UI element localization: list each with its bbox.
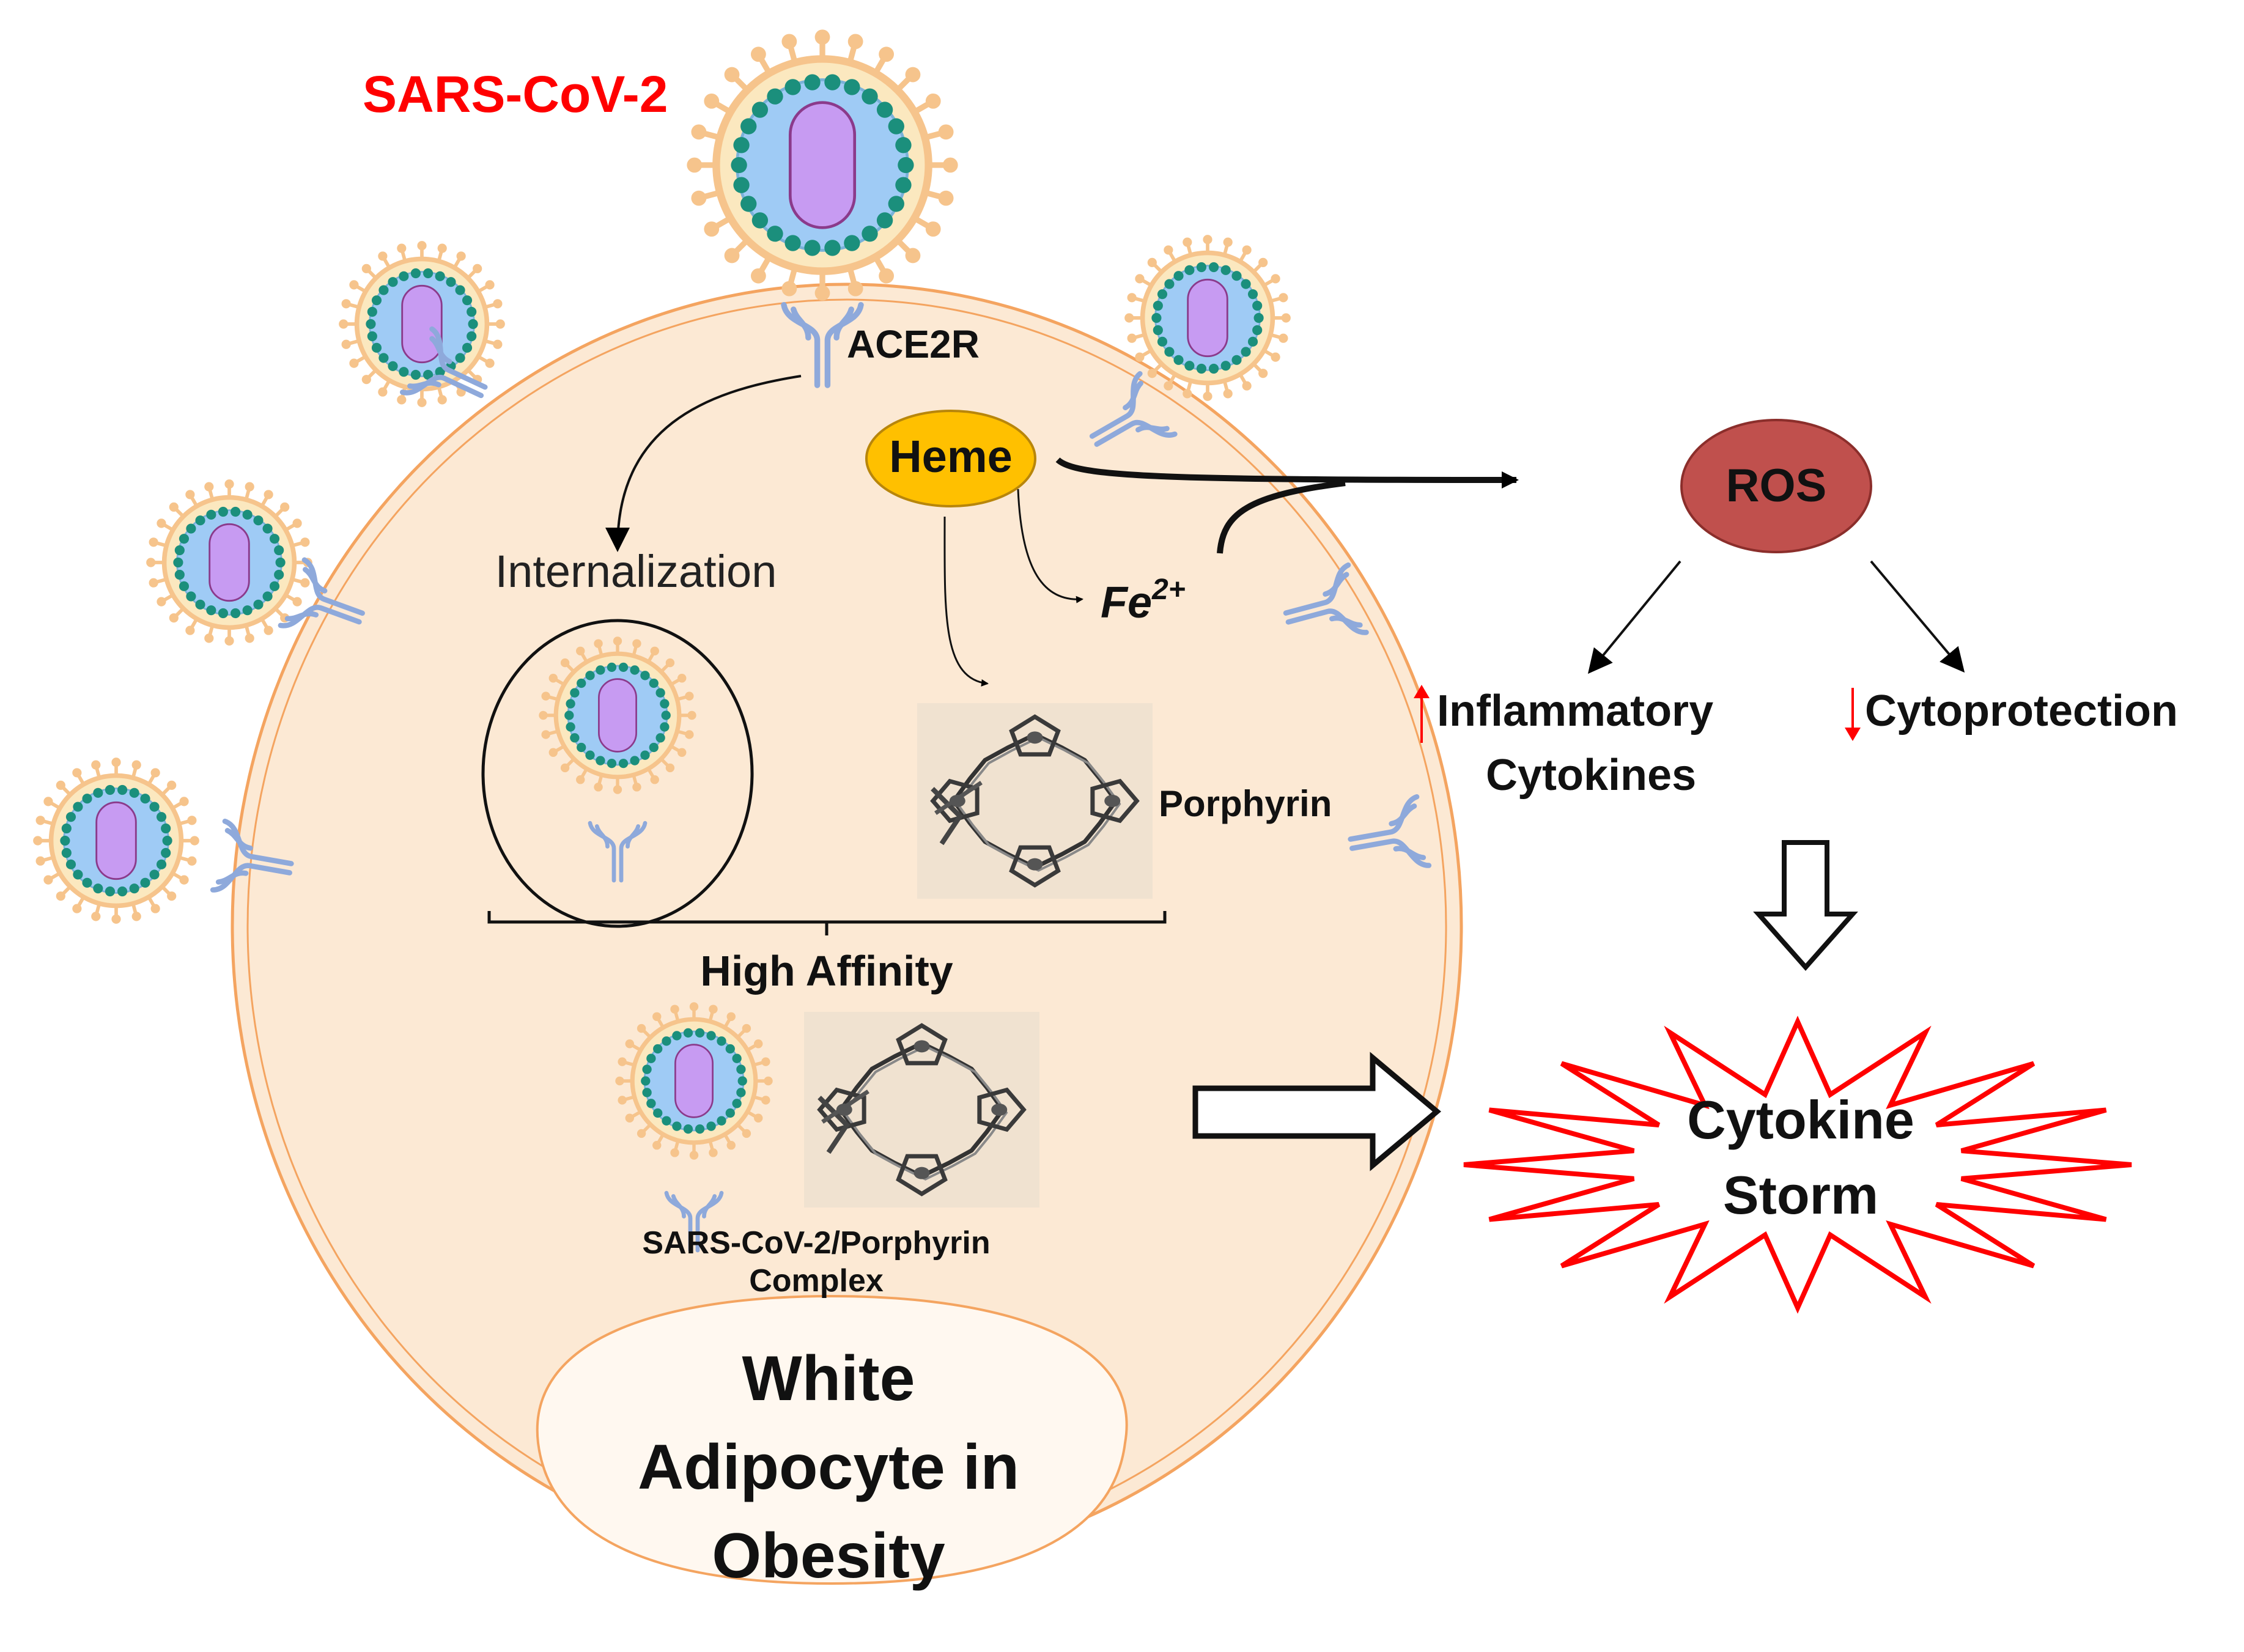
cell-label-line1: White [742, 1343, 915, 1414]
cell-label-line3: Obesity [712, 1521, 945, 1591]
hollow-down-arrow-icon [1753, 840, 1858, 972]
ace2-receptor-main [781, 302, 864, 388]
virus-label: SARS-CoV-2 [363, 65, 668, 123]
virus-group [33, 29, 1291, 1160]
cell-label-line2: Adipocyte in [638, 1432, 1019, 1503]
ace2-receptor-upper-left [400, 326, 488, 399]
porphyrin-group [804, 703, 1153, 1208]
ros-label: ROS [1726, 460, 1827, 512]
ace2-receptor-lower-right [1348, 794, 1432, 868]
virus-complex [615, 1002, 773, 1160]
hollow-right-arrow-icon [1192, 1052, 1442, 1171]
receptor-label: ACE2R [847, 322, 980, 366]
internalization-label: Internalization [495, 546, 777, 597]
ros-node [1680, 419, 1872, 553]
heme-to-iron-arrow [1017, 489, 1083, 603]
virus-mid-left [146, 479, 312, 646]
heme-to-porphyrin-arrow [943, 516, 989, 687]
virus-upper-left [339, 241, 505, 407]
complex-label-line2: Complex [749, 1263, 884, 1299]
heme-label: Heme [889, 431, 1013, 482]
internalization-arrow [605, 375, 802, 552]
storm-label-line1: Cytokine [1687, 1090, 1914, 1150]
cell-nucleus [536, 1294, 1128, 1585]
ros-to-inflammatory-arrow [1587, 560, 1681, 674]
ace2-receptor-complex [664, 1190, 724, 1253]
virus-internalized [539, 636, 696, 794]
ros-to-cytoprotection-arrow [1870, 560, 1965, 673]
porphyrin-structure [917, 703, 1153, 899]
ace2-receptor-right [1283, 562, 1369, 635]
inflammatory-label-line1: Inflammatory [1437, 687, 1713, 736]
decrease-arrow-icon-head [1845, 728, 1861, 741]
ace2-receptor-lower-left [210, 818, 294, 893]
heme-node [865, 410, 1036, 507]
complex-label-line1: SARS-CoV-2/Porphyrin [642, 1225, 990, 1261]
heme-to-ros-arrow [1055, 457, 1519, 489]
virus-main [687, 29, 958, 301]
iron-charge: 2+ [1151, 573, 1186, 606]
iron-label: Fe2+ [1101, 573, 1186, 627]
high-affinity-bracket [487, 911, 1167, 935]
storm-label-line2: Storm [1723, 1165, 1878, 1225]
increase-arrow-icon-head [1414, 685, 1430, 698]
ace2-receptor-internalized [588, 820, 648, 883]
ace2-receptor-upper-right [1089, 371, 1178, 447]
iron-symbol: Fe [1101, 578, 1152, 627]
adipocyte-cell [231, 282, 1463, 1585]
virus-lower-left [33, 758, 199, 924]
cytokine-storm-burst [1463, 1016, 2132, 1314]
endosome-vesicle [481, 619, 754, 928]
porphyrin-structure-complex [804, 1012, 1039, 1208]
ace2-receptor-mid-left [278, 557, 365, 629]
receptor-group [210, 302, 1432, 1253]
porphyrin-label: Porphyrin [1159, 783, 1332, 824]
high-affinity-label: High Affinity [700, 947, 953, 995]
virus-upper-right [1124, 235, 1291, 401]
inflammatory-label-line2: Cytokines [1486, 751, 1696, 800]
iron-to-ros-arrow [1217, 480, 1346, 554]
cytoprotection-label: Cytoprotection [1865, 687, 2178, 736]
